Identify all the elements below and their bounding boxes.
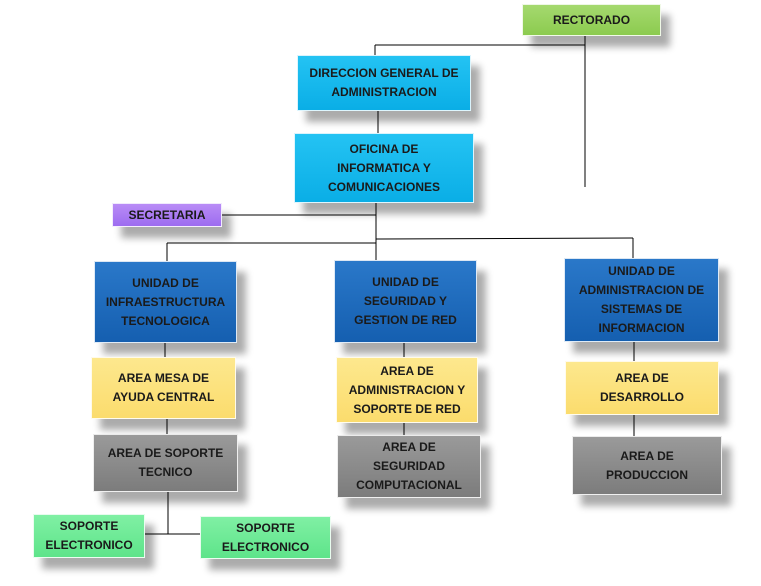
- node-area-seguridad-computacional: AREA DE SEGURIDAD COMPUTACIONAL: [337, 435, 481, 498]
- node-unidad-administracion: UNIDAD DE ADMINISTRACION DE SISTEMAS DE …: [564, 258, 719, 342]
- node-area-administracion-red: AREA DE ADMINISTRACION Y SOPORTE DE RED: [336, 357, 478, 423]
- node-unidad-seguridad: UNIDAD DE SEGURIDAD Y GESTION DE RED: [334, 260, 477, 343]
- node-area-desarrollo: AREA DE DESARROLLO: [565, 361, 719, 415]
- node-oficina-informatica: OFICINA DE INFORMATICA Y COMUNICACIONES: [294, 133, 474, 203]
- node-area-mesa-ayuda: AREA MESA DE AYUDA CENTRAL: [91, 357, 236, 419]
- node-secretaria: SECRETARIA: [112, 203, 222, 227]
- node-soporte-electronico-1: SOPORTE ELECTRONICO: [33, 514, 145, 558]
- node-direccion-general: DIRECCION GENERAL DE ADMINISTRACION: [297, 55, 471, 111]
- node-area-soporte-tecnico: AREA DE SOPORTE TECNICO: [93, 434, 238, 492]
- node-soporte-electronico-2: SOPORTE ELECTRONICO: [200, 516, 331, 559]
- node-rectorado: RECTORADO: [522, 4, 661, 36]
- node-area-produccion: AREA DE PRODUCCION: [572, 436, 722, 495]
- node-unidad-infraestructura: UNIDAD DE INFRAESTRUCTURA TECNOLOGICA: [94, 261, 237, 343]
- connector-line: [375, 237, 634, 240]
